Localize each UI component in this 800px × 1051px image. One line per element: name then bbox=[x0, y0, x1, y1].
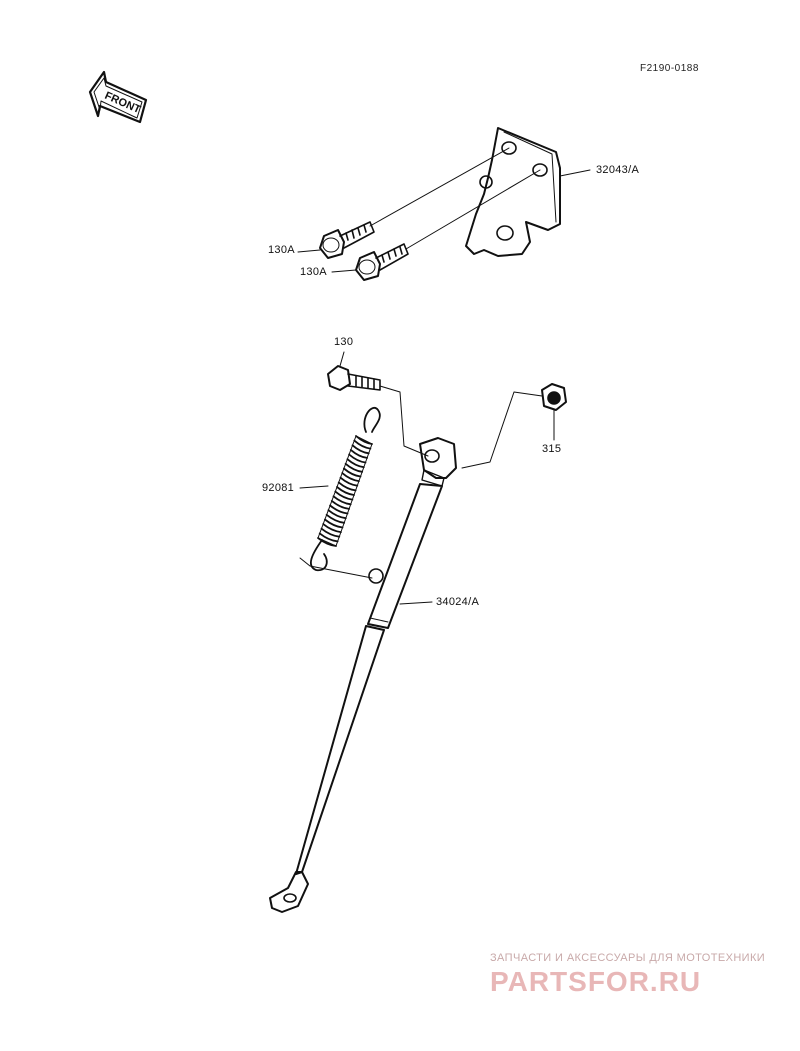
bolt-130a-upper bbox=[319, 221, 375, 259]
spring-coil bbox=[330, 500, 350, 510]
spring-coil bbox=[355, 435, 373, 445]
spring-coil bbox=[341, 472, 360, 482]
spring-coil bbox=[351, 444, 370, 455]
spring-92081 bbox=[309, 407, 381, 572]
diagram-code: F2190-0188 bbox=[640, 63, 699, 74]
callout-spring: 92081 bbox=[262, 482, 295, 494]
spring-coil bbox=[317, 537, 337, 547]
spring-coil bbox=[349, 449, 368, 459]
spring-coil bbox=[318, 532, 339, 543]
side-stand-34024a bbox=[269, 437, 457, 913]
side-stand-bracket bbox=[465, 127, 561, 257]
bolt-130-pivot bbox=[327, 365, 381, 391]
spring-coil bbox=[327, 509, 347, 520]
spring-coil bbox=[343, 467, 362, 478]
nut-315 bbox=[541, 383, 567, 411]
spring-coil bbox=[320, 527, 341, 538]
spring-coil bbox=[353, 439, 372, 450]
watermark-caption: ЗАПЧАСТИ И АКСЕССУАРЫ ДЛЯ МОТОТЕХНИКИ bbox=[490, 952, 766, 964]
spring-coil bbox=[344, 462, 364, 473]
front-arrow-icon: FRONT bbox=[88, 70, 148, 124]
spring-coil bbox=[329, 504, 349, 515]
bolt-130a-lower bbox=[355, 243, 409, 281]
spring-coil bbox=[346, 458, 365, 469]
spring-coil bbox=[336, 486, 355, 496]
callout-bolt-upper: 130A bbox=[268, 244, 295, 256]
spring-coil bbox=[348, 453, 367, 464]
spring-coil bbox=[325, 513, 346, 524]
watermark-logo: PARTSFOR.RU bbox=[490, 966, 702, 997]
callout-stand: 34024/A bbox=[436, 596, 480, 608]
callout-bracket: 32043/A bbox=[596, 164, 640, 176]
spring-coil bbox=[332, 495, 352, 506]
spring-coil bbox=[339, 476, 359, 487]
spring-coil bbox=[337, 481, 357, 492]
callout-bolt-pivot: 130 bbox=[334, 336, 354, 348]
spring-coil bbox=[324, 518, 344, 529]
callout-bolt-lower: 130A bbox=[300, 266, 327, 278]
spring-coil bbox=[322, 523, 342, 533]
spring-coil bbox=[334, 490, 354, 501]
callout-nut: 315 bbox=[542, 443, 562, 455]
